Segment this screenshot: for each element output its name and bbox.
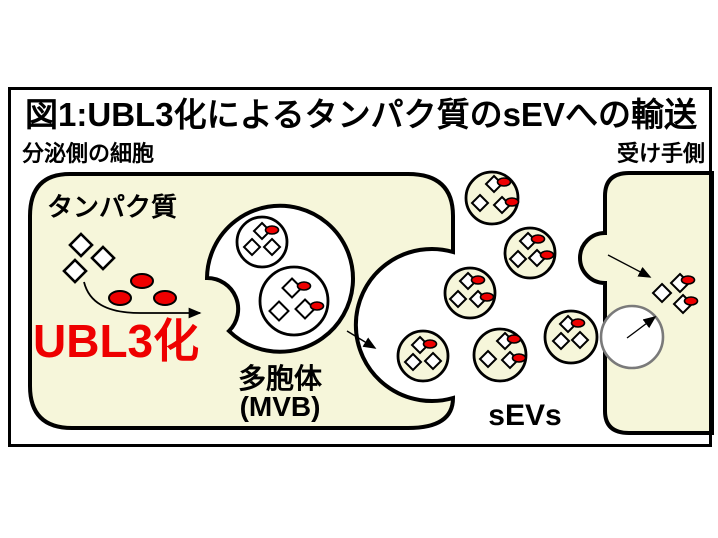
protein-icon xyxy=(403,352,423,372)
protein-icon xyxy=(651,282,673,304)
endosome-circle xyxy=(599,304,665,370)
ubl3-icon xyxy=(506,334,522,344)
sev-vesicle xyxy=(472,327,528,383)
protein-icon xyxy=(570,330,590,350)
secreting-cell-label: 分泌側の細胞 xyxy=(22,141,154,166)
ubl3-icon xyxy=(470,275,486,285)
protein-icon xyxy=(551,331,571,351)
figure-frame xyxy=(8,87,712,447)
ubl3-icon xyxy=(264,225,280,235)
receiver-side-label: 受け手側 xyxy=(617,141,705,166)
ubl3-icon xyxy=(539,250,555,260)
ubl3-molecules xyxy=(108,273,177,306)
protein-icon xyxy=(68,232,94,258)
ubl3-icon xyxy=(153,290,177,306)
sev-vesicle xyxy=(396,329,450,383)
membrane-fusion-delivery-arrow xyxy=(607,254,652,278)
endosome-delivery-arrow xyxy=(626,316,657,339)
sev-vesicle xyxy=(464,170,520,226)
intraluminal-vesicle xyxy=(258,265,330,337)
protein-icon xyxy=(508,249,528,269)
ubl3-icon xyxy=(683,296,699,306)
ubl3-icon xyxy=(504,197,520,207)
mvb-label-en: (MVB) xyxy=(240,391,321,422)
ubl3-icon xyxy=(108,290,132,306)
ubl3-icon xyxy=(496,177,512,187)
ubl3-icon xyxy=(680,275,696,285)
cytosolic-proteins xyxy=(62,232,116,284)
protein-icon xyxy=(242,237,262,257)
sev-vesicle xyxy=(443,266,497,320)
ubl3-icon xyxy=(130,273,154,289)
delivered-proteins xyxy=(651,272,699,315)
ubl3-icon xyxy=(530,234,546,244)
protein-icon xyxy=(448,289,468,309)
sev-vesicle xyxy=(503,226,557,280)
protein-icon xyxy=(423,351,443,371)
protein-icon xyxy=(262,237,282,257)
ubl3-conjugation-arrow xyxy=(83,281,202,319)
protein-icon xyxy=(268,300,290,322)
mvb xyxy=(204,203,355,354)
ubl3ation-label: UBL3化 xyxy=(33,315,199,367)
protein-icon xyxy=(478,349,498,369)
protein-icon xyxy=(62,258,88,284)
protein-icon xyxy=(90,245,116,271)
ubl3-icon xyxy=(570,318,586,328)
ubl3-icon xyxy=(479,292,495,302)
sev-release-arrow xyxy=(346,330,377,349)
ubl3-icon xyxy=(309,301,325,311)
mvb-label-jp: 多胞体 xyxy=(238,363,323,394)
protein-icon xyxy=(470,193,490,213)
figure-title: 図1:UBL3化によるタンパク質のsEVへの輸送 xyxy=(25,96,697,133)
sev-vesicle xyxy=(543,309,599,365)
ubl3-icon xyxy=(296,281,312,291)
sevs-label: sEVs xyxy=(488,399,561,432)
sev-membrane xyxy=(396,329,450,383)
ubl3-icon xyxy=(422,339,438,349)
protein-label: タンパク質 xyxy=(47,192,177,222)
ubl3-icon xyxy=(511,353,527,363)
receiver-cell-membrane xyxy=(578,171,714,435)
